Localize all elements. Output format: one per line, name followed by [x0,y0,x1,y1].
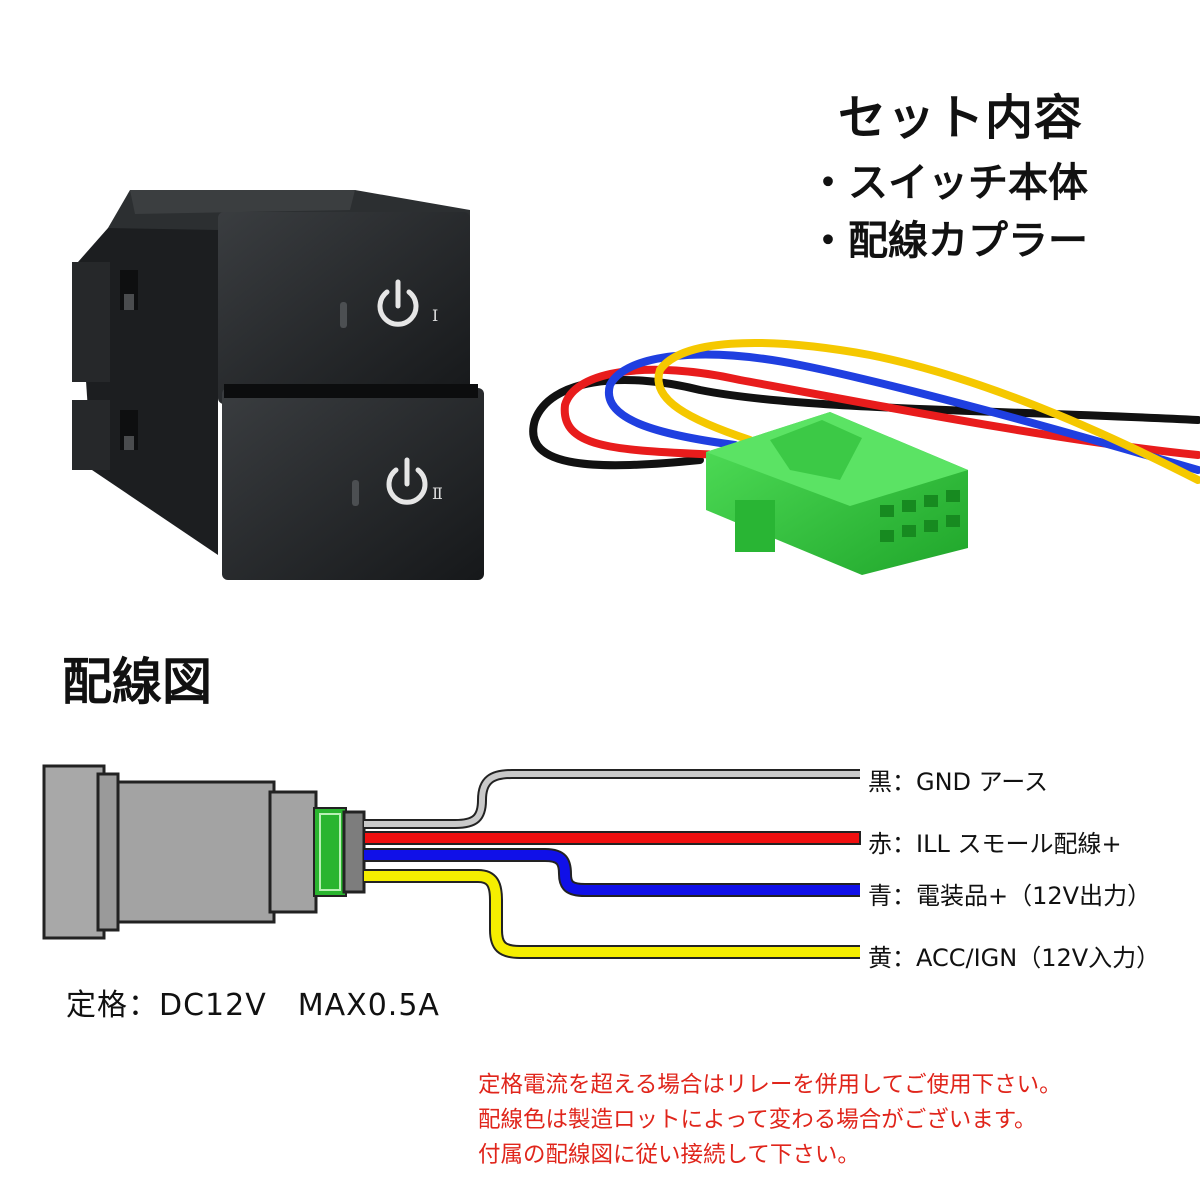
green-connector [706,412,968,575]
notes-block: 定格電流を超える場合はリレーを併用してご使用下さい。 配線色は製造ロットによって… [478,1068,1062,1173]
wire-black-line [364,769,860,829]
switch-body-photo [72,190,484,580]
wiring-diagram-title: 配線図 [62,653,212,711]
wire-red-line [363,831,861,845]
power-icon-2 [386,457,428,505]
note-line-3: 付属の配線図に従い接続して下さい。 [478,1142,860,1168]
power-icon-1 [377,279,419,327]
wire-blue-line [364,848,860,897]
set-contents-item-coupler: ・配線カプラー [808,218,1088,264]
note-line-2: 配線色は製造ロットによって変わる場合がございます。 [478,1107,1037,1133]
wire-label-yellow: 黄：ACC/IGN（12V入力） [868,944,1161,972]
wire-label-red: 赤：ILL スモール配線+ [868,830,1122,858]
wire-label-black: 黒：GND アース [868,768,1049,796]
switch-label-2: Ⅱ [432,484,443,503]
wiring-coupler-photo [529,339,1200,484]
switch-side-drawing [42,764,366,940]
wire-label-blue: 青：電装品+（12V出力） [868,882,1152,910]
rating-text: 定格：DC12V MAX0.5A [66,988,440,1023]
set-contents-item-switch: ・スイッチ本体 [808,160,1088,206]
note-line-1: 定格電流を超える場合はリレーを併用してご使用下さい。 [478,1072,1062,1098]
wire-yellow-line [364,869,860,959]
set-contents-title: セット内容 [838,90,1084,146]
switch-label-1: Ⅰ [432,306,439,325]
